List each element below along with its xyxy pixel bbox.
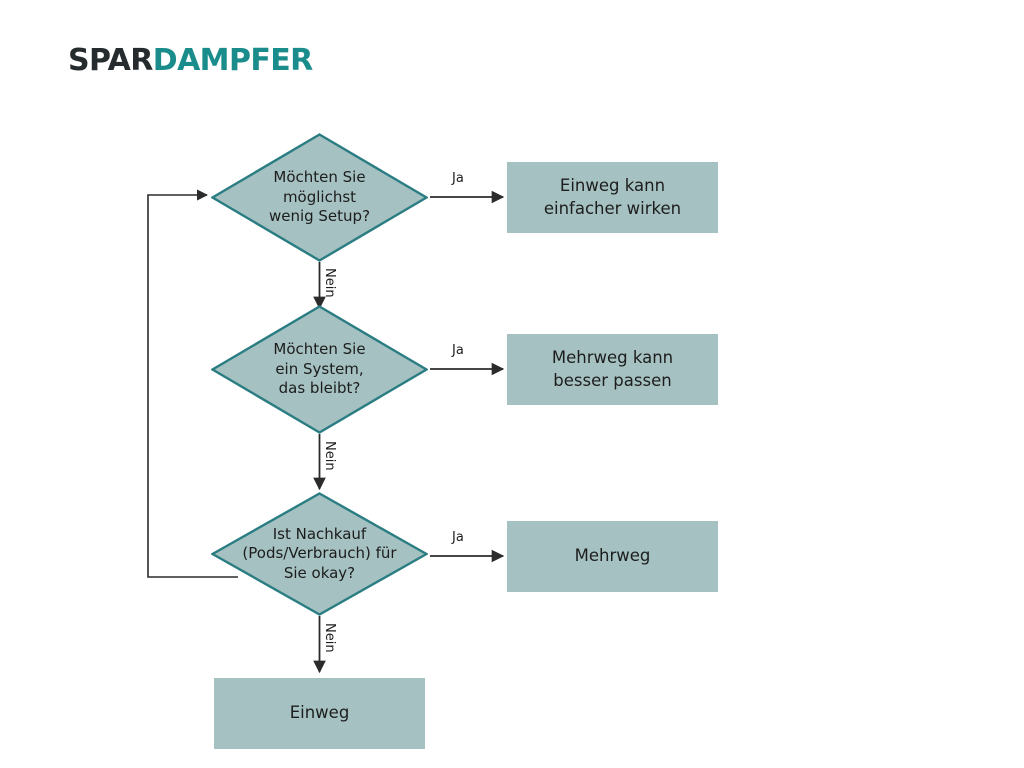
edge-label-d1-yes: Ja bbox=[452, 171, 464, 186]
diamond-shape-2 bbox=[211, 305, 428, 434]
edge-label-d2-yes: Ja bbox=[452, 343, 464, 358]
diamond-shape-1 bbox=[211, 133, 428, 262]
outcome-1-line-2: einfacher wirken bbox=[543, 198, 682, 218]
outcome-2-line-2: besser passen bbox=[553, 370, 672, 390]
logo-text-dampfer: DAMPFER bbox=[152, 43, 313, 78]
outcome-2-line-1: Mehrweg kann bbox=[551, 348, 674, 368]
outcome-node-4[interactable]: Einweg bbox=[214, 678, 425, 749]
edge-label-d2-no: Nein bbox=[322, 441, 337, 471]
decision-node-1[interactable]: Möchten Sie möglichst wenig Setup? bbox=[211, 133, 428, 262]
outcome-node-2[interactable]: Mehrweg kann besser passen bbox=[507, 334, 718, 405]
outcome-4-line-1: Einweg bbox=[289, 703, 350, 723]
brand-logo: SPARDAMPFER bbox=[68, 46, 313, 76]
diamond-shape-3 bbox=[211, 492, 428, 616]
outcome-node-1[interactable]: Einweg kann einfacher wirken bbox=[507, 162, 718, 233]
edge-loopback-d3-to-d1 bbox=[147, 189, 238, 578]
outcome-node-3[interactable]: Mehrweg bbox=[507, 521, 718, 592]
outcome-3-line-1: Mehrweg bbox=[574, 546, 651, 566]
edge-label-d3-yes: Ja bbox=[452, 530, 464, 545]
edge-label-d1-no: Nein bbox=[322, 268, 337, 298]
logo-text-spar: SPAR bbox=[68, 43, 153, 78]
outcome-1-line-1: Einweg kann bbox=[559, 176, 666, 196]
edge-label-d3-no: Nein bbox=[322, 623, 337, 653]
decision-node-3[interactable]: Ist Nachkauf (Pods/Verbrauch) für Sie ok… bbox=[211, 492, 428, 616]
decision-node-2[interactable]: Möchten Sie ein System, das bleibt? bbox=[211, 305, 428, 434]
